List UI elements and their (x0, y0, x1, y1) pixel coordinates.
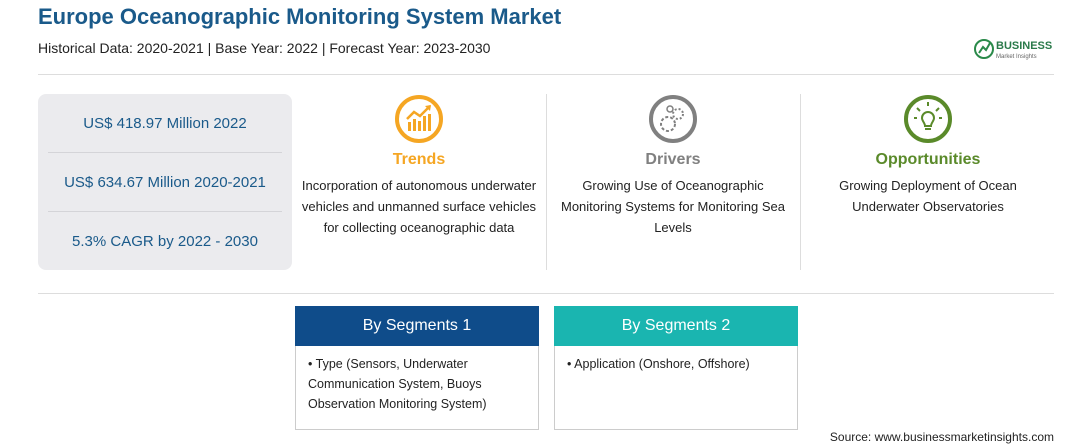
lightbulb-icon (904, 95, 952, 143)
trends-title: Trends (392, 151, 446, 168)
divider (38, 74, 1054, 75)
trends-column: Trends Incorporation of autonomous under… (299, 94, 539, 238)
drivers-column: Drivers Growing Use of Oceanographic Mon… (553, 94, 793, 238)
page-title: Europe Oceanographic Monitoring System M… (38, 4, 562, 29)
divider (800, 94, 801, 270)
logo: BUSINESS Market Insights (974, 39, 1052, 60)
trend-chart-icon (395, 95, 443, 143)
segment-2-body: • Application (Onshore, Offshore) (554, 346, 798, 430)
gears-icon (649, 95, 697, 143)
stat-market-2022: US$ 418.97 Million 2022 (48, 94, 282, 153)
drivers-title: Drivers (645, 151, 701, 168)
source-note: Source: www.businessmarketinsights.com (829, 430, 1054, 444)
stats-panel: US$ 418.97 Million 2022 US$ 634.67 Milli… (38, 94, 292, 270)
svg-text:BUSINESS: BUSINESS (996, 40, 1052, 52)
stat-cagr: 5.3% CAGR by 2022 - 2030 (72, 232, 258, 250)
trends-text: Incorporation of autonomous underwater v… (301, 178, 537, 235)
divider (38, 293, 1054, 294)
opportunities-text: Growing Deployment of Ocean Underwater O… (839, 178, 1017, 214)
segment-1-body: • Type (Sensors, Underwater Communicatio… (295, 346, 539, 430)
svg-text:Market Insights: Market Insights (996, 54, 1037, 60)
segment-1-header: By Segments 1 (295, 306, 539, 346)
stat-market-historical: US$ 634.67 Million 2020-2021 (48, 153, 282, 212)
opportunities-title: Opportunities (875, 151, 981, 168)
opportunities-column: Opportunities Growing Deployment of Ocea… (808, 94, 1048, 217)
segment-2: By Segments 2 • Application (Onshore, Of… (554, 306, 798, 430)
divider (546, 94, 547, 270)
segment-1: By Segments 1 • Type (Sensors, Underwate… (295, 306, 539, 430)
drivers-text: Growing Use of Oceanographic Monitoring … (561, 178, 785, 235)
subtitle: Historical Data: 2020-2021 | Base Year: … (38, 40, 491, 56)
segment-2-header: By Segments 2 (554, 306, 798, 346)
